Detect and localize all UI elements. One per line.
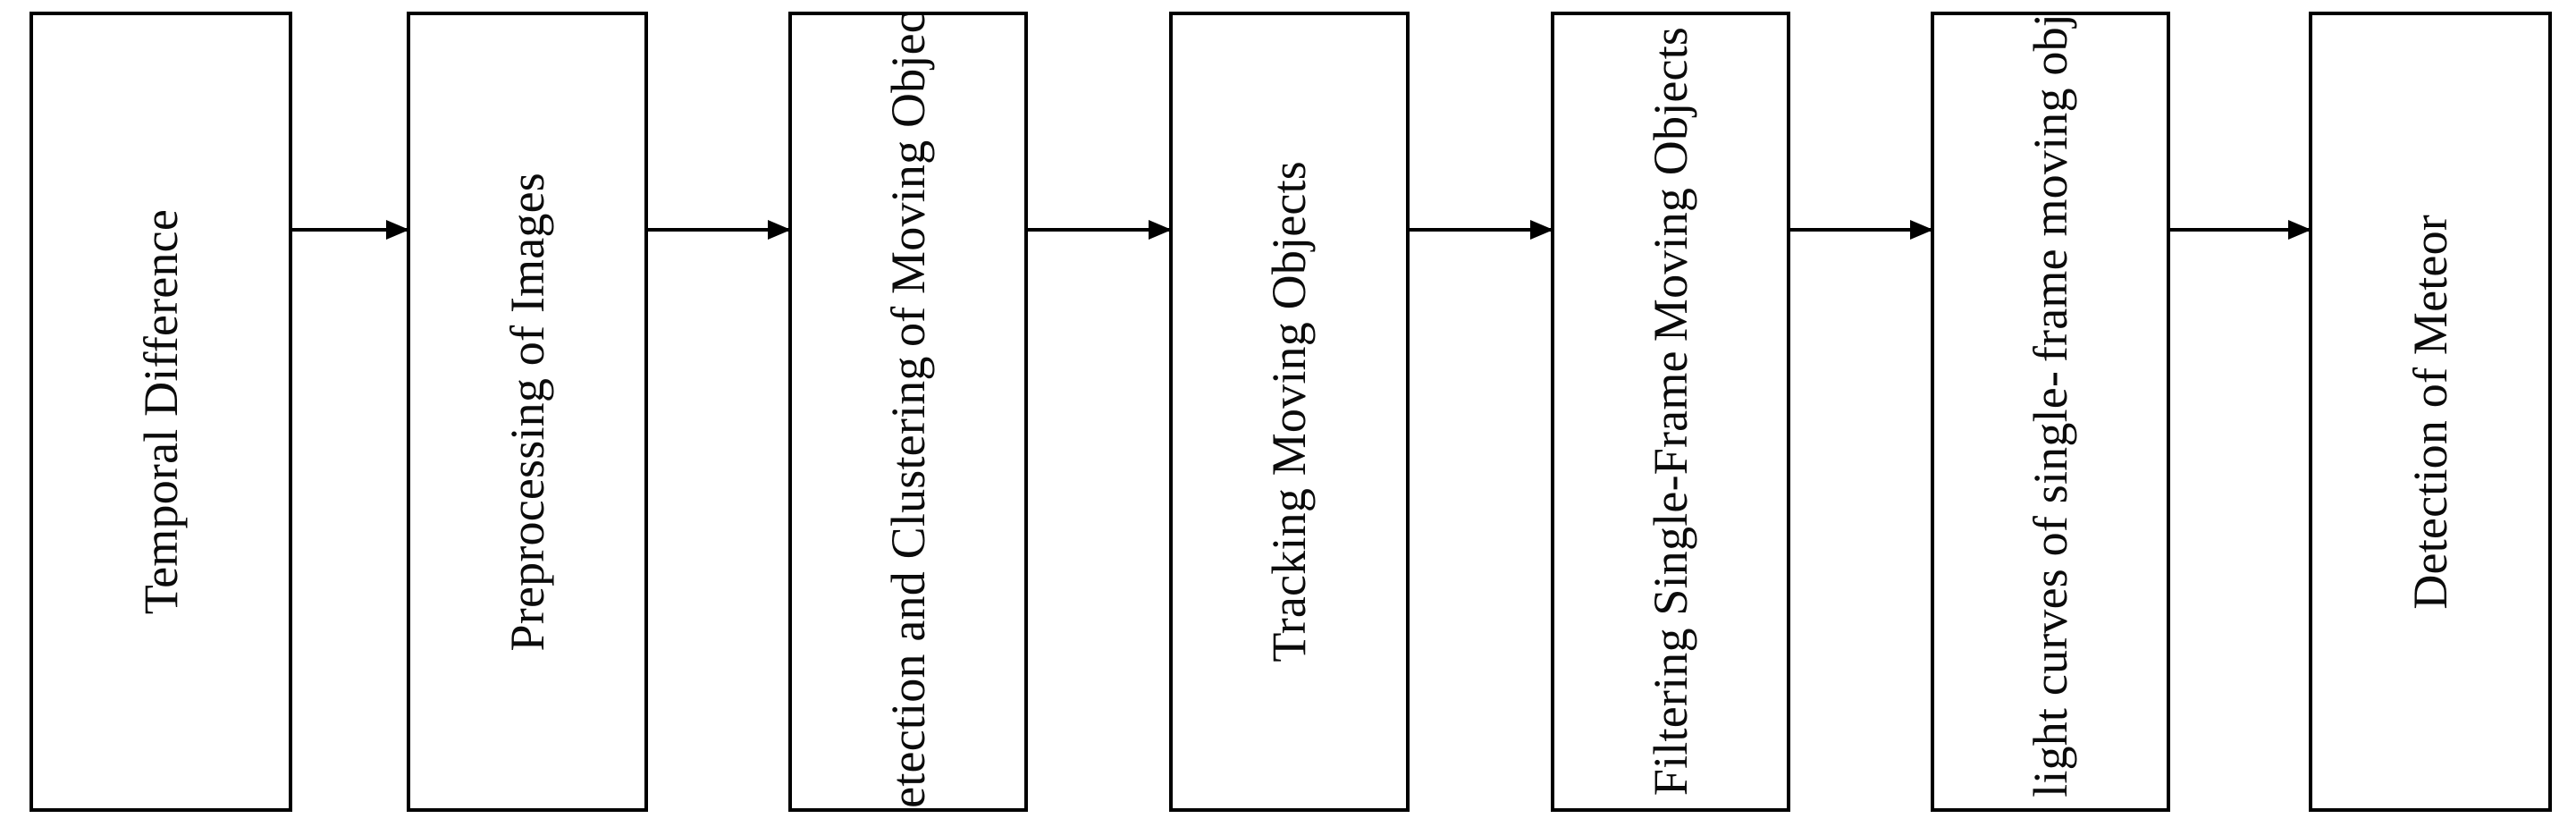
- process-box-label: Preprocessing of Images: [501, 173, 554, 651]
- process-box-label: Detection and Clustering of Moving Objec…: [880, 12, 935, 812]
- label-line: Tracking Moving Objects: [1262, 161, 1317, 662]
- process-box-label: Filtering Single-Frame Moving Objects: [1644, 27, 1697, 796]
- label-line: Filtering Single-Frame: [1643, 350, 1697, 797]
- process-box-label: Tracking Moving Objects: [1262, 161, 1316, 662]
- process-box-detection-of-meteor[interactable]: Detection of Meteor: [2309, 12, 2552, 812]
- process-box-label: Detection of Meteor: [2403, 215, 2457, 610]
- label-line: Detection and Clustering: [880, 356, 935, 812]
- process-box-temporal-difference[interactable]: Temporal Difference: [29, 12, 292, 812]
- process-box-detection-and-clustering-of-moving-objects[interactable]: Detection and Clustering of Moving Objec…: [788, 12, 1028, 812]
- process-box-label: The light curves of single- frame moving…: [2023, 12, 2077, 812]
- flow-arrow-6: [2170, 228, 2309, 232]
- label-line: Preprocessing of Images: [500, 172, 554, 652]
- flow-arrow-2: [648, 228, 788, 232]
- process-box-preprocessing-of-images[interactable]: Preprocessing of Images: [407, 12, 648, 812]
- process-box-tracking-moving-objects[interactable]: Tracking Moving Objects: [1169, 12, 1410, 812]
- label-line: Detection of Meteor: [2403, 214, 2457, 610]
- label-line: frame moving objects: [2023, 12, 2077, 363]
- label-line: of Moving Objects: [880, 12, 935, 348]
- flow-arrow-5: [1790, 228, 1931, 232]
- process-box-filtering-single-frame-moving-objects[interactable]: Filtering Single-Frame Moving Objects: [1551, 12, 1790, 812]
- process-box-light-curves-of-single-frame-moving-objects[interactable]: The light curves of single- frame moving…: [1931, 12, 2170, 812]
- process-box-label: Temporal Difference: [134, 209, 188, 614]
- label-line: Temporal Difference: [133, 208, 188, 615]
- label-line: The light curves of single-: [2023, 371, 2077, 812]
- flow-arrow-4: [1410, 228, 1551, 232]
- label-line: Moving Objects: [1643, 27, 1697, 342]
- flow-arrow-3: [1028, 228, 1169, 232]
- flow-arrow-1: [292, 228, 407, 232]
